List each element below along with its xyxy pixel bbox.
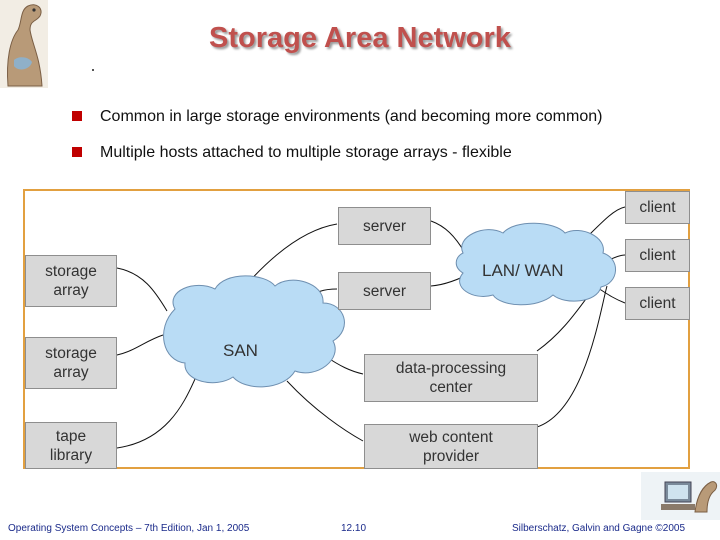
bullet-list: Common in large storage environments (an… — [72, 106, 632, 178]
footer-left: Operating System Concepts – 7th Edition,… — [8, 523, 250, 534]
footer-right: Silberschatz, Galvin and Gagne ©2005 — [512, 523, 686, 534]
client-box: client — [625, 191, 690, 224]
san-cloud — [163, 275, 345, 388]
tape-library-box: tape library — [25, 422, 117, 469]
decorative-dot — [92, 69, 94, 71]
bullet-square-icon — [72, 147, 82, 157]
san-diagram: SAN LAN/ WAN server server client client… — [23, 189, 690, 469]
diagram-connections — [116, 206, 626, 449]
client-box: client — [625, 239, 690, 272]
slide-title: Storage Area Network — [209, 22, 511, 54]
bullet-text: Common in large storage environments (an… — [100, 108, 603, 125]
server-box: server — [338, 272, 431, 310]
client-box: client — [625, 287, 690, 320]
data-processing-box: data-processing center — [364, 354, 538, 402]
web-content-box: web content provider — [364, 424, 538, 469]
bullet-square-icon — [72, 111, 82, 121]
storage-array-box: storage array — [25, 337, 117, 389]
lan-cloud — [455, 222, 616, 306]
footer-page-number: 12.10 — [341, 523, 367, 534]
san-label: SAN — [223, 341, 258, 360]
bullet-item: Multiple hosts attached to multiple stor… — [72, 142, 632, 164]
storage-array-box: storage array — [25, 255, 117, 307]
dinosaur-logo-icon — [0, 0, 48, 88]
lan-wan-label: LAN/ WAN — [482, 261, 564, 280]
server-box: server — [338, 207, 431, 245]
bullet-text: Multiple hosts attached to multiple stor… — [100, 144, 512, 161]
bullet-item: Common in large storage environments (an… — [72, 106, 632, 128]
dinosaur-computer-icon — [641, 472, 720, 520]
